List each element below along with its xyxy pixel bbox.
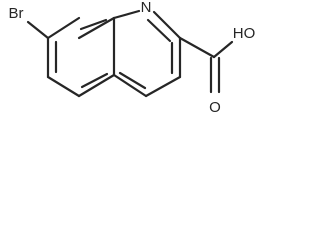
- bond-c8-c9: [144, 75, 182, 98]
- chemical-structure: Br N HO O: [9, 0, 256, 116]
- bond-c7-carboxyl: [178, 36, 216, 59]
- hydroxyl-label: HO: [233, 25, 256, 42]
- bond-c4-c5: [46, 75, 81, 98]
- bond-n-c7: [152, 10, 182, 40]
- bond-c6-br: [26, 20, 50, 40]
- bond-c1-c2: [77, 16, 116, 40]
- bond-c6-c1: [46, 16, 81, 40]
- bond-carboxyl-oh: [212, 40, 234, 59]
- atom-labels: Br N HO O: [9, 0, 256, 116]
- bonds: [26, 9, 234, 98]
- double-bond-inner-lower: [118, 71, 147, 90]
- double-bond-inner-n: [146, 18, 172, 43]
- bond-c9-c3: [112, 73, 148, 98]
- bond-c2-n: [112, 9, 141, 20]
- double-bond-inner-top: [79, 18, 108, 31]
- carbonyl-oxygen-label: O: [209, 99, 221, 116]
- double-bond-inner-bottom: [80, 72, 109, 89]
- nitrogen-label: N: [141, 0, 152, 16]
- bond-c3-c4: [77, 73, 116, 98]
- bromine-label: Br: [9, 5, 24, 22]
